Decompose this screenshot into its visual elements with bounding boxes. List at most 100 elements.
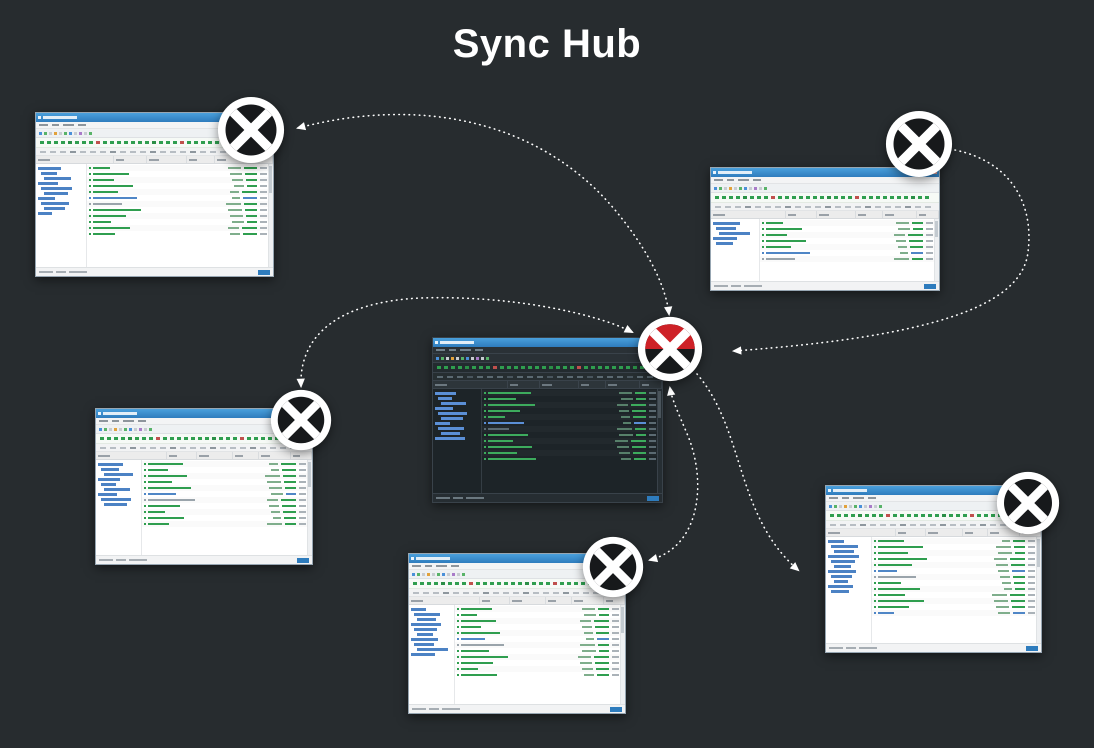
toolbar-icon [109, 427, 112, 431]
tab-tick [511, 582, 515, 585]
tab-tick [219, 437, 223, 440]
file-name [461, 614, 478, 616]
menu-item [39, 124, 48, 126]
address-segment [870, 523, 876, 526]
file-icon [874, 588, 877, 590]
address-segment [815, 205, 821, 208]
address-segment [457, 375, 463, 378]
icon-top-right[interactable] [885, 110, 953, 178]
tab-tick [865, 514, 869, 517]
tab-tick [61, 141, 65, 144]
scrollbar[interactable] [934, 219, 939, 281]
file-columns [1002, 582, 1035, 584]
window-top-left[interactable] [35, 112, 274, 277]
file-size [896, 240, 906, 242]
file-name [461, 668, 479, 670]
file-icon [484, 416, 487, 418]
icon-hub[interactable] [637, 316, 703, 382]
file-attrs [299, 523, 306, 525]
file-attrs [299, 499, 306, 501]
status-segment [453, 497, 463, 499]
tab-tick [138, 141, 142, 144]
address-segment [433, 591, 439, 594]
file-size [582, 626, 592, 628]
x-logo-icon [217, 96, 285, 164]
icon-bottom-right[interactable] [996, 471, 1060, 535]
toolbar-icon [64, 131, 67, 135]
file-columns [996, 546, 1035, 548]
file-date [246, 179, 257, 181]
file-size [619, 452, 630, 454]
menu-item [738, 179, 749, 181]
scrollbar[interactable] [1036, 537, 1041, 643]
tab-tick [254, 437, 258, 440]
status-badge [610, 706, 622, 712]
scrollbar[interactable] [657, 389, 662, 493]
file-size [898, 246, 907, 248]
file-attrs [649, 452, 656, 454]
file-attrs [926, 246, 933, 248]
file-panel [36, 164, 273, 267]
address-segment [725, 205, 731, 208]
file-attrs [612, 620, 619, 622]
address-segment [447, 375, 453, 378]
column-header [711, 211, 786, 218]
tab-tick [935, 514, 939, 517]
file-date [912, 258, 923, 260]
file-icon [88, 227, 91, 229]
file-date [1015, 552, 1025, 554]
address-segment [1000, 523, 1006, 526]
address-segment [900, 523, 906, 526]
address-segment [260, 446, 266, 449]
tree-item [98, 493, 117, 496]
file-columns [271, 493, 306, 495]
address-segment [885, 205, 891, 208]
file-row [872, 568, 1041, 574]
file-row [142, 485, 312, 491]
column-headers [96, 452, 312, 460]
file-columns [267, 499, 306, 501]
window-bottom-right[interactable] [825, 485, 1042, 653]
file-columns [580, 644, 619, 646]
icon-top-left[interactable] [217, 96, 285, 164]
icon-mid-left[interactable] [270, 389, 332, 451]
file-name [148, 523, 170, 525]
column-header [259, 452, 291, 459]
file-icon [874, 600, 877, 602]
scrollbar-thumb [621, 607, 624, 633]
tab-tick [858, 514, 862, 517]
toolbar-icon [457, 572, 460, 576]
toolbar-icon [134, 427, 137, 431]
app-icon [98, 412, 101, 415]
file-icon [88, 215, 91, 217]
address-segment [573, 591, 579, 594]
file-name [488, 452, 518, 454]
file-attrs [299, 493, 306, 495]
address-segment [960, 523, 966, 526]
tab-tick [827, 196, 831, 199]
toolbar-icon [124, 427, 127, 431]
tree-item [438, 412, 467, 415]
icon-bottom-center[interactable] [582, 536, 644, 598]
scrollbar[interactable] [620, 605, 625, 704]
file-columns [269, 487, 306, 489]
file-columns [623, 422, 656, 424]
tree-item [98, 463, 123, 466]
tab-tick [68, 141, 72, 144]
file-icon [761, 252, 764, 254]
file-icon [761, 234, 764, 236]
file-row [87, 201, 273, 207]
tab-tick [507, 366, 511, 369]
file-row [142, 479, 312, 485]
file-icon [144, 511, 147, 513]
file-date [245, 173, 257, 175]
tab-tick [984, 514, 988, 517]
window-top-right[interactable] [710, 167, 940, 291]
scrollbar[interactable] [268, 164, 273, 267]
address-segment [270, 446, 276, 449]
scrollbar[interactable] [307, 460, 312, 555]
window-center-hub[interactable] [432, 337, 663, 503]
column-label [188, 158, 197, 161]
toolbar [711, 184, 939, 193]
tab-tick [872, 514, 876, 517]
